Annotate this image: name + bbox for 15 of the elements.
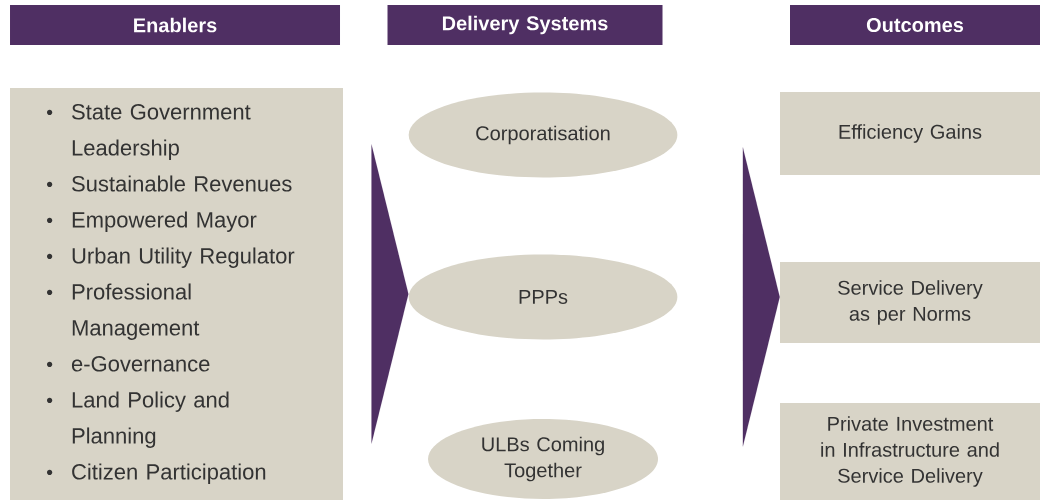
chevron-arrow [371,144,409,444]
column-header: Outcomes [790,5,1040,45]
outcome-box: Private Investment in Infrastructure and Service Delivery [780,403,1040,500]
outcome-box: Service Delivery as per Norms [780,262,1040,343]
list-item: e-Governance [71,356,210,372]
outcome-box: Efficiency Gains [780,92,1040,175]
list-item: State Government Leadership [72,104,251,160]
list-item: Sustainable Revenues [72,175,292,192]
enablers-box [10,88,343,500]
list-item: Land Policy and Planning [72,391,229,448]
column-header: Delivery Systems [387,5,663,45]
list-item: Empowered Mayor [72,211,257,232]
column-header: Enablers [10,5,340,45]
list-item: Urban Utility Regulator [72,247,295,268]
list-item: Citizen Participation [72,463,266,484]
